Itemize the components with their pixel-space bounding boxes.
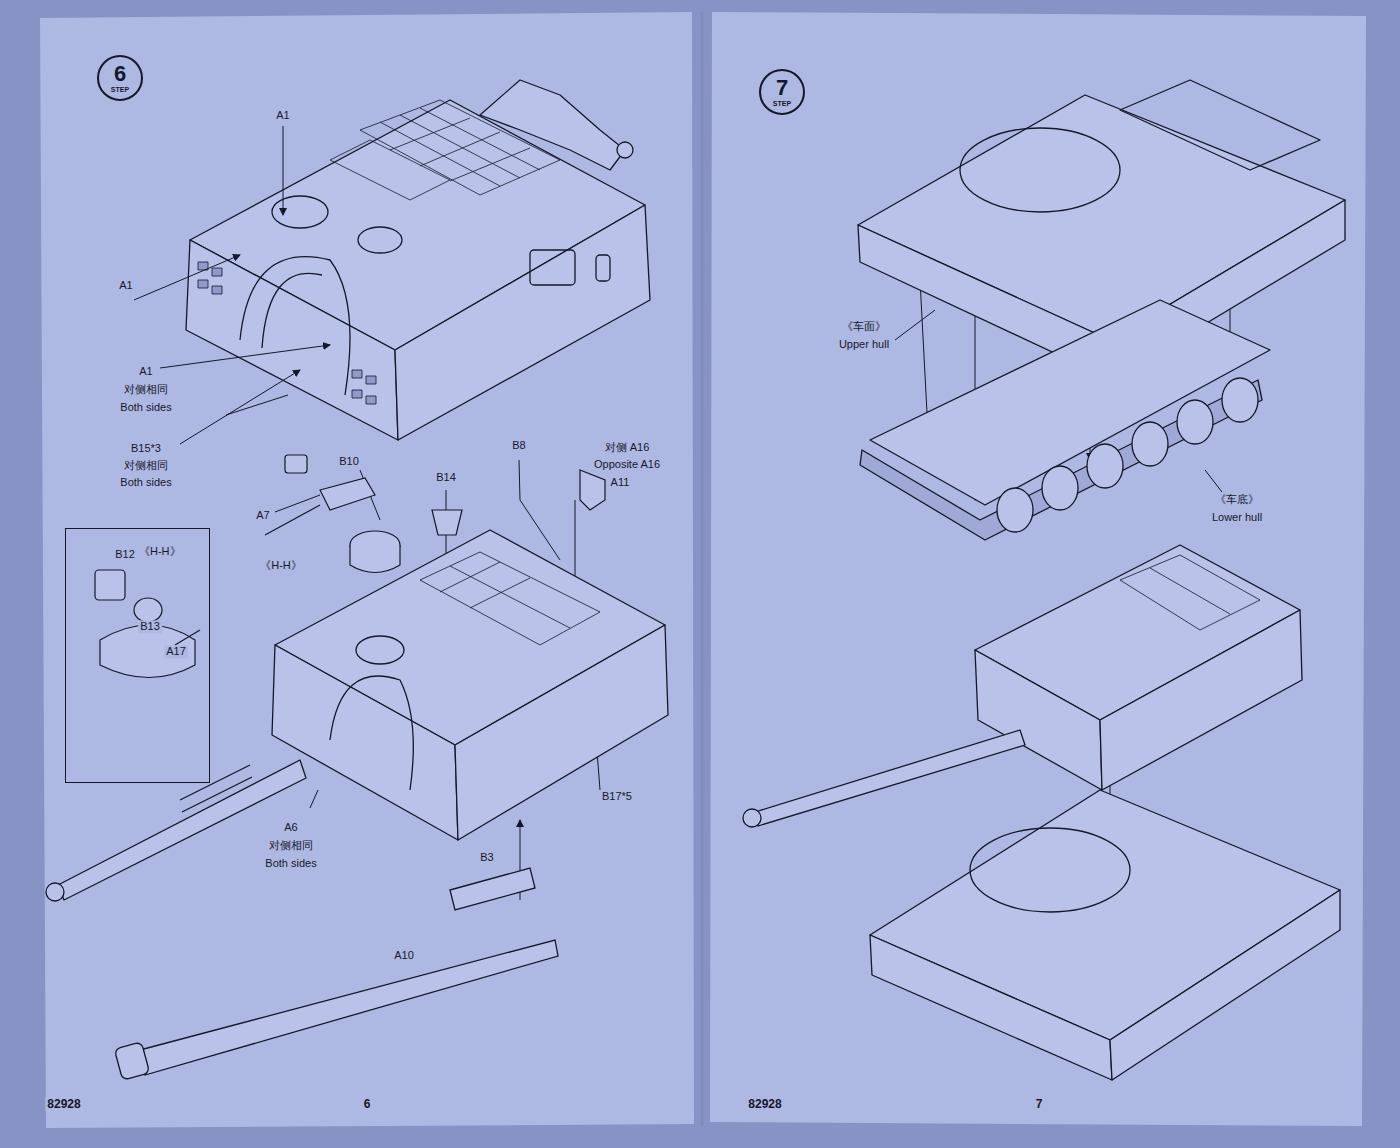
part-label: B8 — [510, 439, 527, 452]
part-label: A10 — [392, 949, 416, 962]
part-label: 对侧相同 — [122, 459, 170, 472]
part-label: 《H-H》 — [258, 559, 304, 572]
part-label: B13 — [138, 620, 162, 633]
part-label: B12 — [113, 548, 137, 561]
part-label: Both sides — [118, 401, 173, 414]
part-label: Upper hull — [837, 338, 891, 351]
page-footer: 6 — [362, 1097, 373, 1111]
turret-middle — [46, 530, 668, 901]
step-number: 6 — [114, 63, 126, 85]
part-label: 《车底》 — [1213, 493, 1261, 506]
part-label: A17 — [164, 645, 188, 658]
part-label: B3 — [478, 851, 495, 864]
step-word: STEP — [773, 100, 791, 107]
part-label: A6 — [282, 821, 299, 834]
step-badge: 7STEP — [759, 69, 805, 115]
step-number: 7 — [776, 77, 788, 99]
instruction-pages — [40, 12, 1366, 1128]
part-label: A1 — [137, 365, 154, 378]
step-badge: 6STEP — [97, 55, 143, 101]
part-label: Opposite A16 — [592, 458, 662, 471]
part-label: B10 — [337, 455, 361, 468]
part-label: 对侧相同 — [267, 839, 315, 852]
part-label: Lower hull — [1210, 511, 1264, 524]
part-label: A11 — [609, 476, 632, 489]
part-label: A1 — [117, 279, 134, 292]
part-label: A7 — [254, 509, 271, 522]
part-label: B15*3 — [129, 442, 163, 455]
part-label: B14 — [434, 471, 458, 484]
inset-heading: 《H-H》 — [66, 529, 209, 558]
part-label: A1 — [274, 109, 291, 122]
page-footer: 82928 — [45, 1097, 82, 1111]
part-label: B17*5 — [600, 790, 634, 803]
turret-top — [186, 80, 650, 440]
part-label: 对侧 A16 — [603, 441, 652, 454]
page-footer: 82928 — [746, 1097, 783, 1111]
part-label: 《车面》 — [840, 320, 888, 333]
lower-hull — [860, 300, 1270, 540]
inset-box: 《H-H》 — [65, 528, 210, 783]
part-label: Both sides — [263, 857, 318, 870]
gun-barrel — [114, 868, 558, 1080]
page-footer: 7 — [1034, 1097, 1045, 1111]
part-label: 对侧相同 — [122, 383, 170, 396]
assembled-vehicle — [743, 545, 1340, 1080]
step-word: STEP — [111, 86, 129, 93]
part-label: Both sides — [118, 476, 173, 489]
